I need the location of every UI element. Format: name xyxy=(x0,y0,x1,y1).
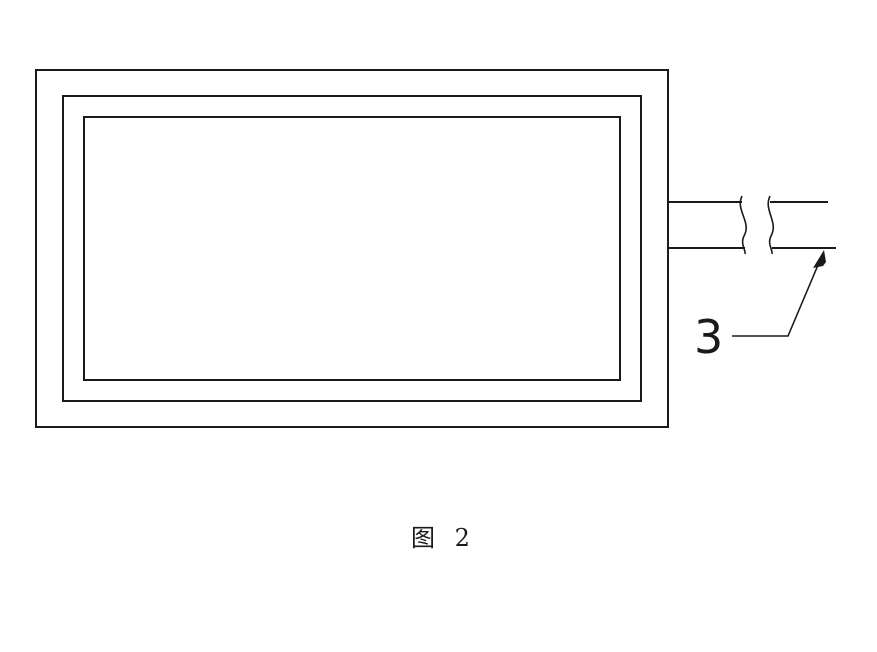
leader-path xyxy=(732,257,822,337)
figure-caption: 图 2 xyxy=(411,524,476,552)
cable-break-mark-right xyxy=(767,195,775,255)
leader-line xyxy=(732,250,826,337)
reference-numeral: 3 xyxy=(694,310,723,364)
inner-frame xyxy=(83,116,621,381)
cable-break-mark-left xyxy=(739,195,747,255)
middle-frame xyxy=(62,95,642,402)
outer-frame xyxy=(35,69,669,428)
cable xyxy=(668,195,836,255)
leader-arrowhead xyxy=(813,250,826,268)
